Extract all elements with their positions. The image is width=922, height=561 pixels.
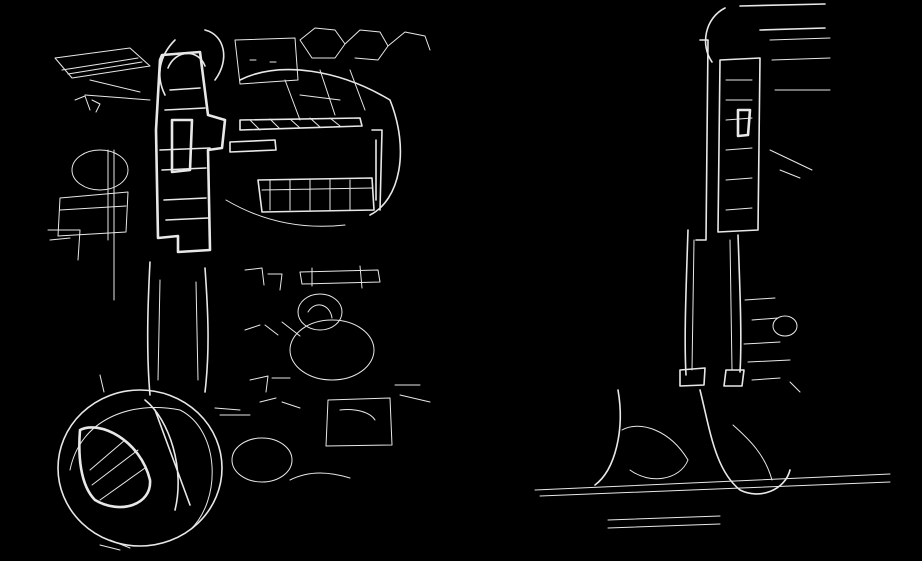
left-plan-sketch <box>47 27 431 551</box>
right-plan-sketch <box>534 3 891 529</box>
